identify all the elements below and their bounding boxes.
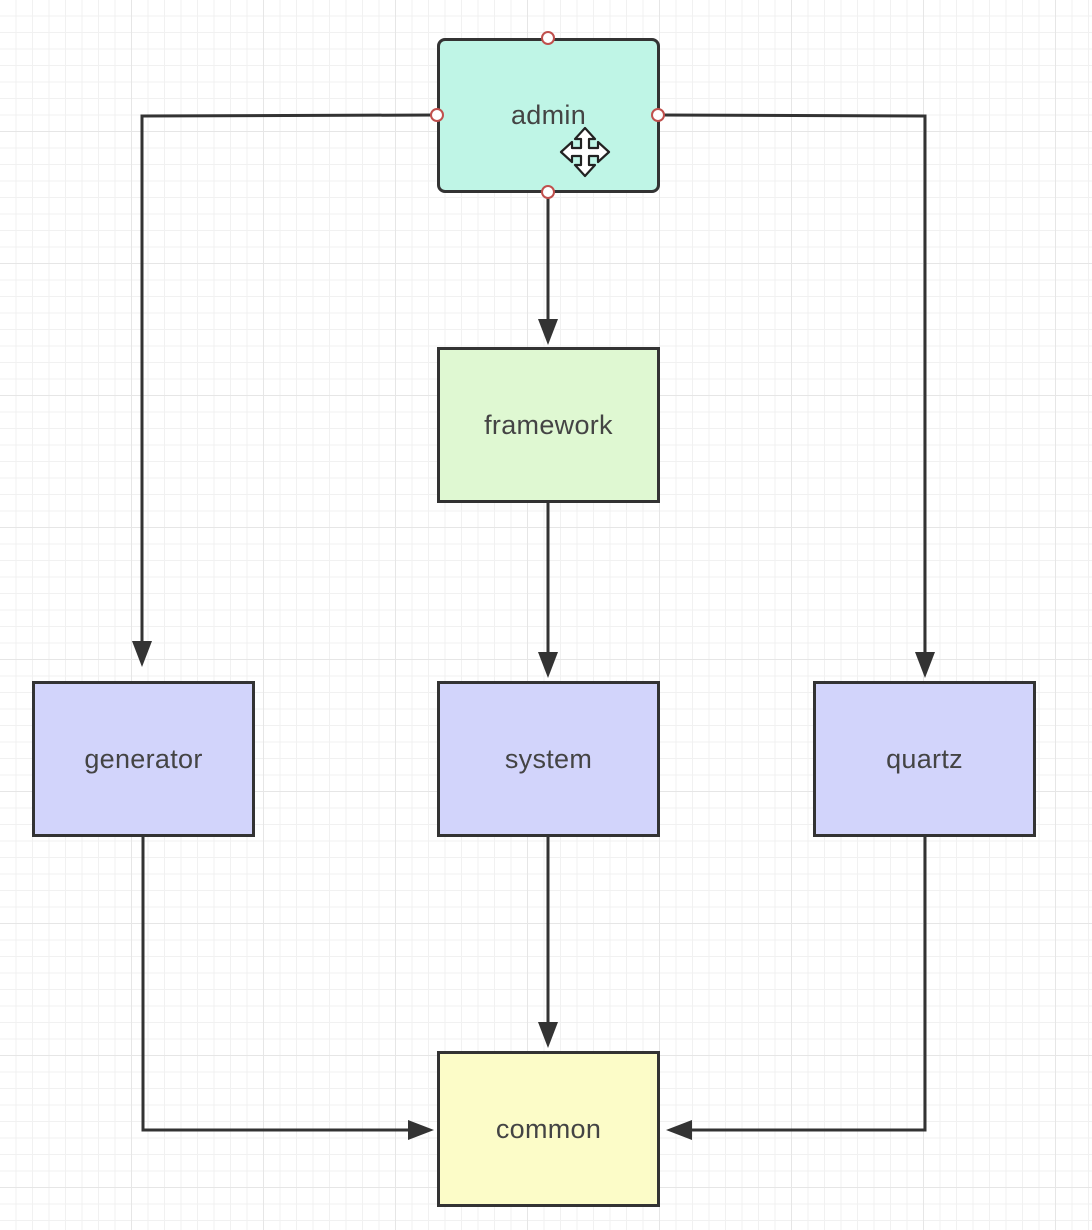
arrowhead-framework-system	[538, 652, 558, 678]
node-common-label: common	[495, 1113, 602, 1144]
connection-handle-bottom[interactable]	[541, 185, 555, 199]
edge-admin-quartz[interactable]	[659, 113, 927, 655]
connection-handle-top[interactable]	[541, 31, 555, 45]
node-framework-label: framework	[484, 409, 613, 440]
arrowhead-admin-generator	[132, 641, 152, 667]
arrowhead-system-common	[538, 1022, 558, 1048]
connection-handle-right[interactable]	[651, 108, 665, 122]
node-common[interactable]: common	[437, 1051, 660, 1207]
arrowhead-generator-common	[408, 1120, 434, 1140]
node-generator-label: generator	[84, 743, 203, 774]
arrowhead-quartz-common	[666, 1120, 692, 1140]
edge-admin-generator[interactable]	[140, 113, 438, 645]
node-quartz[interactable]: quartz	[813, 681, 1036, 837]
edge-generator-common[interactable]	[141, 837, 412, 1132]
arrowhead-admin-quartz	[915, 652, 935, 678]
node-framework[interactable]: framework	[437, 347, 660, 503]
node-quartz-label: quartz	[886, 743, 963, 774]
arrowhead-admin-framework	[538, 319, 558, 345]
connection-handle-left[interactable]	[430, 108, 444, 122]
node-admin[interactable]: admin	[437, 38, 660, 193]
node-system[interactable]: system	[437, 681, 660, 837]
edge-quartz-common[interactable]	[688, 837, 927, 1132]
node-system-label: system	[504, 743, 593, 774]
node-admin-label: admin	[510, 100, 587, 130]
node-generator[interactable]: generator	[32, 681, 255, 837]
